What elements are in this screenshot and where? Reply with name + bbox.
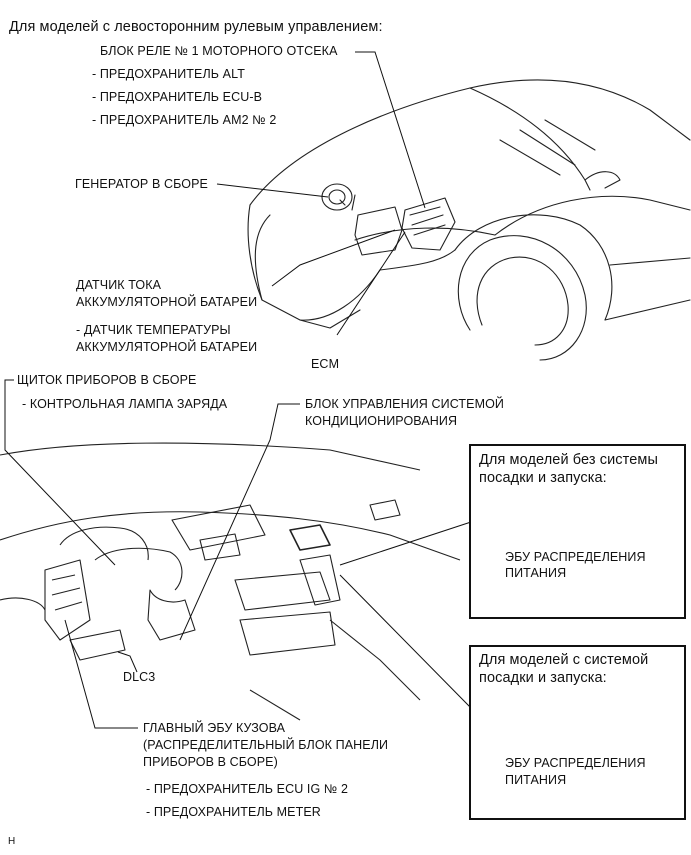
fuse-meter-label: - ПРЕДОХРАНИТЕЛЬ METER [146, 805, 321, 819]
current-sensor-label-1: ДАТЧИК ТОКА [76, 278, 162, 292]
ac-unit-label-2: КОНДИЦИОНИРОВАНИЯ [305, 414, 458, 428]
box-with-ecu-label-1: ЭБУ РАСПРЕДЕЛЕНИЯ [505, 756, 646, 770]
relay-block-label: БЛОК РЕЛЕ № 1 МОТОРНОГО ОТСЕКА [100, 44, 338, 58]
box-with-ecu-label-2: ПИТАНИЯ [505, 773, 567, 787]
fuse-alt-label: - ПРЕДОХРАНИТЕЛЬ ALT [92, 67, 245, 81]
temp-sensor-label-1: - ДАТЧИК ТЕМПЕРАТУРЫ [76, 323, 231, 337]
dashboard-illustration [0, 442, 461, 721]
body-ecu-label-2: (РАСПРЕДЕЛИТЕЛЬНЫЙ БЛОК ПАНЕЛИ [143, 738, 389, 752]
box-without-ecu-label-1: ЭБУ РАСПРЕДЕЛЕНИЯ [505, 550, 646, 564]
engine-parts [321, 183, 456, 256]
fuse-ecuig-label: - ПРЕДОХРАНИТЕЛЬ ECU IG № 2 [146, 782, 349, 796]
with-smart-entry-box: Для моделей с системой посадки и запуска… [469, 645, 686, 820]
engine-leader-lines [216, 51, 426, 336]
box-with-title-2: посадки и запуска: [479, 670, 607, 686]
body-ecu-label-1: ГЛАВНЫЙ ЭБУ КУЗОВА [143, 721, 286, 735]
box-without-ecu-label-2: ПИТАНИЯ [505, 566, 567, 580]
fuse-ecub-label: - ПРЕДОХРАНИТЕЛЬ ECU-B [92, 90, 263, 104]
current-sensor-label-2: АККУМУЛЯТОРНОЙ БАТАРЕИ [76, 295, 258, 309]
body-ecu-label-3: ПРИБОРОВ В СБОРЕ) [143, 755, 278, 769]
ecm-label: ECM [311, 357, 340, 371]
car-illustration [247, 79, 691, 361]
cluster-label: ЩИТОК ПРИБОРОВ В СБОРЕ [17, 373, 197, 387]
charge-lamp-label: - КОНТРОЛЬНАЯ ЛАМПА ЗАРЯДА [22, 397, 228, 411]
figure-code: H [8, 836, 16, 847]
page-heading: Для моделей с левосторонним рулевым упра… [9, 19, 383, 35]
dlc3-label: DLC3 [123, 670, 156, 684]
temp-sensor-label-2: АККУМУЛЯТОРНОЙ БАТАРЕИ [76, 340, 258, 354]
box-without-title-2: посадки и запуска: [479, 470, 607, 486]
fuse-am2-label: - ПРЕДОХРАНИТЕЛЬ AM2 № 2 [92, 113, 277, 127]
without-smart-entry-box: Для моделей без системы посадки и запуск… [469, 444, 686, 619]
box-without-title-1: Для моделей без системы [479, 452, 658, 468]
cabin-leader-lines [4, 379, 472, 729]
generator-label: ГЕНЕРАТОР В СБОРЕ [75, 177, 208, 191]
ac-unit-label-1: БЛОК УПРАВЛЕНИЯ СИСТЕМОЙ [305, 397, 505, 411]
box-with-title-1: Для моделей с системой [479, 652, 649, 668]
